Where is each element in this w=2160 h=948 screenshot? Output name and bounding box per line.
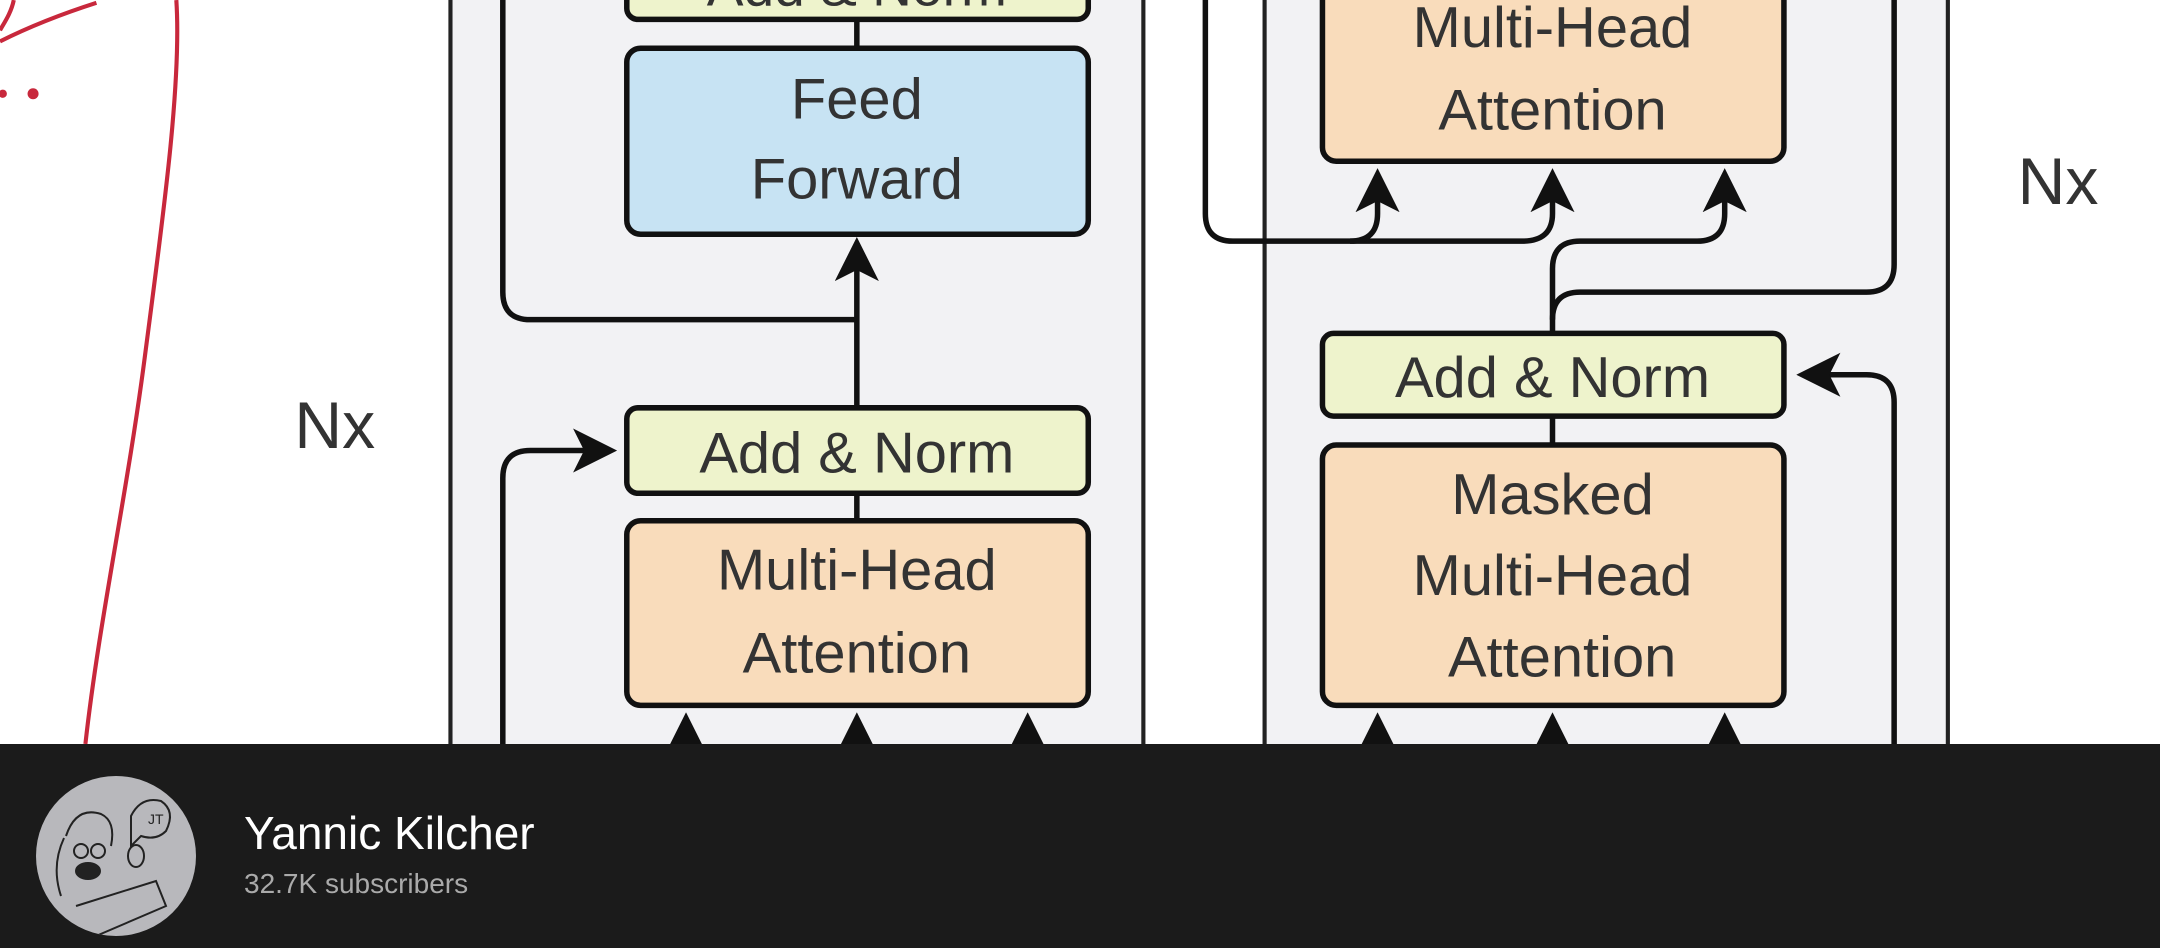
encoder-multi-head-attention-block: Multi-Head Attention <box>624 518 1092 709</box>
svg-text:Attention: Attention <box>1448 625 1676 689</box>
encoder-repeat-label: Nx <box>294 389 375 463</box>
decoder-multi-head-attention-block: Multi-Head Attention <box>1319 0 1787 164</box>
svg-text:Add & Norm: Add & Norm <box>707 0 1007 18</box>
channel-name[interactable]: Yannic Kilcher <box>244 807 535 859</box>
decoder-add-norm-block: Add & Norm <box>1319 330 1787 419</box>
subscriber-count: 32.7K subscribers <box>244 868 469 899</box>
channel-bar: JT Yannic Kilcher 32.7K subscribers <box>0 744 2160 948</box>
masked-multi-head-attention-block: Masked Multi-Head Attention <box>1319 442 1787 709</box>
svg-text:Attention: Attention <box>743 621 971 685</box>
svg-text:Forward: Forward <box>751 147 963 211</box>
svg-text:Add & Norm: Add & Norm <box>699 422 1014 486</box>
red-annotation <box>0 0 180 744</box>
feed-forward-block: Feed Forward <box>624 45 1092 237</box>
svg-text:Multi-Head: Multi-Head <box>1413 544 1693 608</box>
svg-text:Attention: Attention <box>1438 79 1666 143</box>
channel-avatar[interactable]: JT <box>36 776 196 936</box>
svg-text:Add & Norm: Add & Norm <box>1395 346 1710 410</box>
svg-text:Masked: Masked <box>1451 463 1654 527</box>
decoder-repeat-label: Nx <box>2018 145 2099 219</box>
dog-avatar-icon: JT <box>55 799 171 936</box>
svg-text:Multi-Head: Multi-Head <box>717 539 997 603</box>
transformer-diagram: Add & Norm Feed Forward Add & Norm Multi… <box>0 0 2099 744</box>
encoder-add-norm-block: Add & Norm <box>624 405 1092 496</box>
encoder-top-add-norm-block: Add & Norm <box>624 0 1092 23</box>
svg-text:Feed: Feed <box>791 68 923 132</box>
svg-text:JT: JT <box>148 811 164 827</box>
video-frame[interactable]: Add & Norm Feed Forward Add & Norm Multi… <box>0 0 2160 744</box>
svg-text:Multi-Head: Multi-Head <box>1413 0 1693 60</box>
